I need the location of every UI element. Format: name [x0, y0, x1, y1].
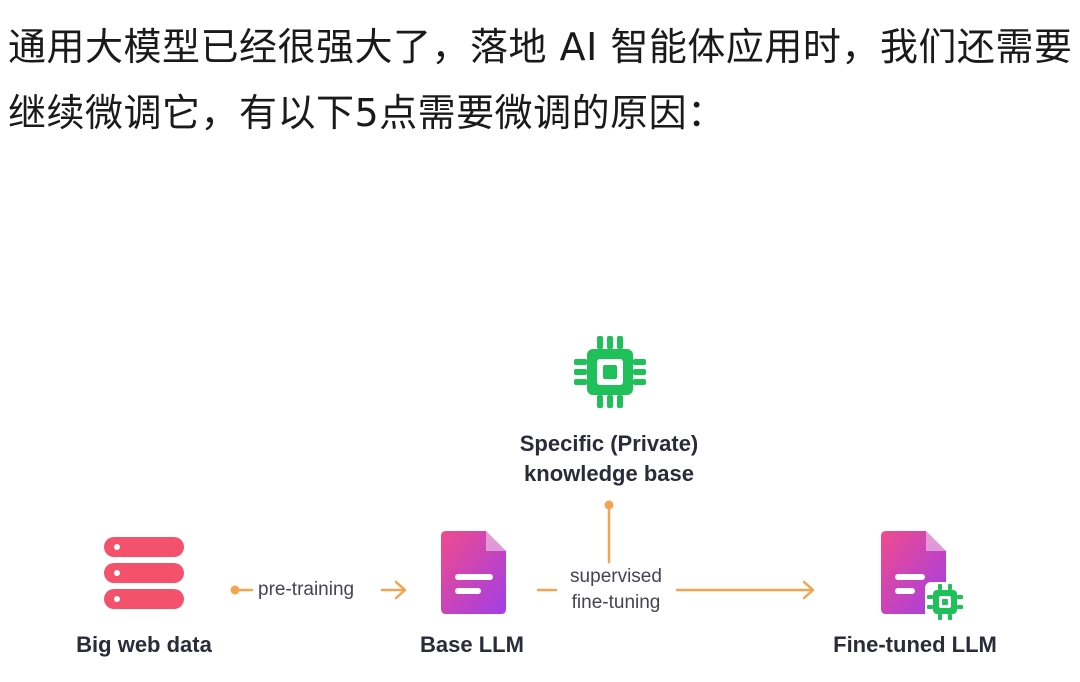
chip-icon	[574, 336, 646, 408]
fine-tuned-llm-label: Fine-tuned LLM	[833, 632, 997, 657]
document-chip-icon	[881, 531, 965, 622]
big-web-data-label: Big web data	[76, 632, 212, 657]
supervised-label-line1: supervised	[566, 566, 666, 588]
knowledge-base-label-line2: knowledge base	[524, 461, 694, 486]
intro-paragraph: 通用大模型已经很强大了，落地 AI 智能体应用时，我们还需要继续微调它，有以下5…	[8, 25, 1073, 135]
fine-tuning-arrow	[536, 580, 815, 600]
database-icon	[104, 537, 184, 609]
document-icon	[441, 531, 506, 614]
pre-training-label: pre-training	[254, 579, 359, 601]
pre-training-arrow	[230, 580, 407, 600]
fine-tuning-label-line2: fine-tuning	[567, 592, 665, 614]
knowledge-base-label-line1: Specific (Private)	[519, 431, 699, 456]
knowledge-connector	[604, 500, 614, 564]
base-llm-label: Base LLM	[420, 632, 524, 657]
